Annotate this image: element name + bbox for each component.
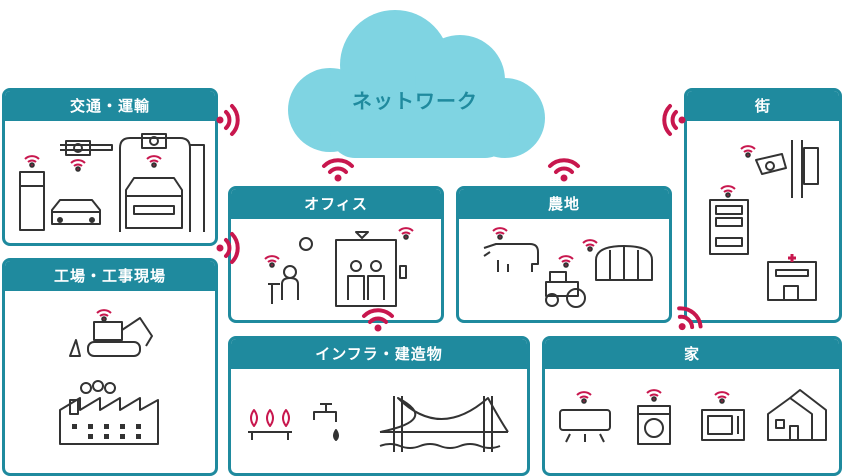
excavator-icon [69,317,153,357]
truck-icon [125,177,183,229]
office-worker-icon [268,237,313,304]
microwave-icon [701,409,745,441]
vending-machine-icon [709,199,749,255]
panel-home: 家 [542,336,842,476]
wifi-icon [662,104,688,136]
gas-burner-icon [250,409,290,427]
network-label: ネットワーク [352,89,478,113]
panel-title-transport: 交通・運輸 [5,91,215,121]
panel-infra: インフラ・建造物 [228,336,530,476]
air-conditioner-icon [559,409,611,443]
panel-title-farm: 農地 [459,189,669,219]
panel-title-office: オフィス [231,189,441,219]
faucet-icon [313,403,337,422]
factory-icon [59,380,159,445]
bridge-icon [379,396,509,452]
panel-farm: 農地 [456,186,672,323]
hospital-icon [767,261,817,301]
panel-title-home: 家 [545,339,839,369]
wifi-icon [548,158,580,184]
panel-transport: 交通・運輸 [2,88,218,246]
washing-machine-icon [637,405,671,445]
panel-factory: 工場・工事現場 [2,258,218,476]
car-icon [51,199,101,225]
refrigerator-icon [19,171,45,231]
greenhouse-icon [595,245,653,281]
cow-icon [483,243,539,272]
wifi-icon [322,158,354,184]
tractor-icon [545,271,586,308]
wifi-icon [362,308,394,334]
water-drop-icon [333,429,339,441]
wifi-icon [214,104,240,136]
elevator-icon [335,231,407,307]
camera-icon [65,133,167,156]
house-icon [767,389,827,441]
wifi-icon [667,302,707,341]
panel-title-town: 街 [687,91,839,121]
street-pole-icon [791,140,819,198]
wifi-icon [214,232,240,264]
panel-title-factory: 工場・工事現場 [5,261,215,291]
security-camera-icon [755,153,787,175]
panel-title-infra: インフラ・建造物 [231,339,527,369]
